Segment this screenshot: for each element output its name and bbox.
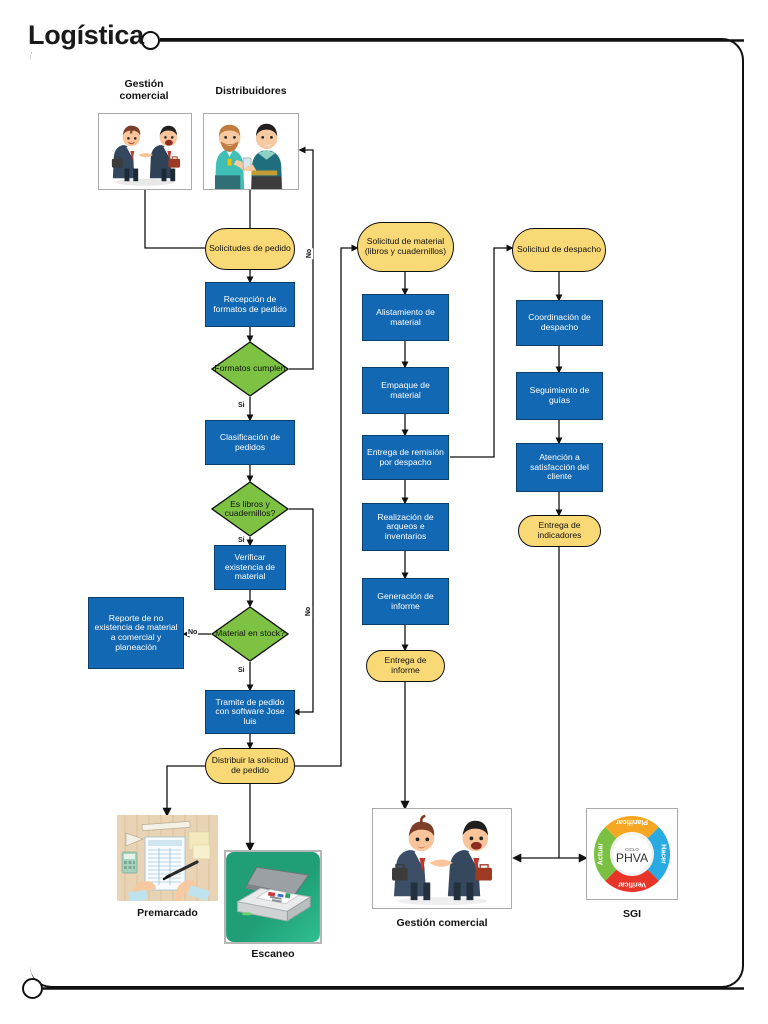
- caption-line-1: Distribuidores: [215, 85, 287, 97]
- node-entrega-de-remision[interactable]: Entrega de remisión por despacho: [362, 435, 449, 480]
- node-label: Entrega de informe: [384, 655, 427, 675]
- escaneo-image: [224, 850, 322, 944]
- node-label: Verificar existencia de material: [224, 552, 276, 582]
- node-label: Seguimiento de guías: [529, 385, 590, 405]
- scanner-illustration-icon: [226, 852, 320, 942]
- node-clasificacion-de-pedidos[interactable]: Clasificación de pedidos: [205, 420, 295, 465]
- svg-text:Verificar: Verificar: [618, 880, 646, 888]
- premarcado-image: [117, 815, 218, 901]
- node-reporte-de-no-existencia[interactable]: Reporte de no existencia de material a c…: [88, 597, 184, 669]
- node-label: Solicitud de material (libros y cuaderni…: [364, 236, 447, 256]
- node-coordinacion-de-despacho[interactable]: Coordinación de despacho: [516, 300, 603, 346]
- edge-label-libros-si: Si: [237, 537, 246, 544]
- distributors-illustration-icon: [204, 114, 298, 189]
- node-label: Clasificación de pedidos: [219, 431, 281, 452]
- node-label: Material en stock?: [215, 628, 285, 639]
- decision-diamond-shape: [211, 606, 289, 662]
- distribuidores-caption: Distribuidores: [203, 85, 299, 97]
- decision-diamond-shape: [211, 341, 289, 397]
- node-solicitud-de-material[interactable]: Solicitud de material (libros y cuaderni…: [357, 222, 454, 272]
- node-label: Distribuir la solicitud de pedido: [211, 755, 289, 775]
- gestion-comercial-bottom-image: [372, 808, 512, 909]
- edge-label-stock-si: Si: [237, 667, 246, 674]
- handshake-illustration-icon: [373, 809, 511, 908]
- node-es-libros-y-cuadernillos[interactable]: Es libros y cuadernillos?: [211, 481, 289, 537]
- sgi-image: Planificar Hacer Verificar Actuar CICLO …: [586, 808, 678, 900]
- phva-cycle-illustration-icon: Planificar Hacer Verificar Actuar CICLO …: [587, 809, 677, 899]
- caption-line-2: comercial: [119, 90, 169, 103]
- node-label: Atención a satisfacción del cliente: [530, 452, 589, 482]
- edge-label-libros-no: No: [305, 605, 313, 618]
- node-recepcion-de-formatos[interactable]: Recepción de formatos de pedido: [205, 282, 295, 327]
- node-label: Solicitud de despacho: [516, 244, 602, 255]
- svg-text:Hacer: Hacer: [659, 844, 667, 864]
- edge-label-stock-no: No: [187, 629, 199, 636]
- node-label: Solicitudes de pedido: [209, 243, 291, 254]
- node-entrega-de-informe[interactable]: Entrega de informe: [366, 650, 445, 682]
- node-label: Entrega de remisión por despacho: [367, 446, 444, 467]
- svg-text:Planificar: Planificar: [616, 818, 648, 826]
- node-label: Coordinación de despacho: [528, 312, 591, 332]
- frame-title-gap: [20, 26, 160, 52]
- premarcado-caption: Premarcado: [137, 907, 198, 919]
- frame-top-circle-icon: [141, 31, 160, 50]
- gestion-comercial-top-image: [98, 113, 192, 190]
- page-title: Logística: [28, 20, 144, 50]
- node-label: Recepción de formatos de pedido: [213, 293, 287, 314]
- phva-center-small: CICLO: [625, 847, 639, 852]
- phva-center-main: PHVA: [616, 851, 649, 865]
- node-label: Es libros y cuadernillos?: [224, 498, 276, 518]
- node-label: Realización de arqueos e inventarios: [377, 511, 434, 541]
- node-label: Reporte de no existencia de material a c…: [94, 612, 178, 652]
- escaneo-caption: Escaneo: [251, 948, 295, 960]
- premarking-desk-illustration-icon: [117, 815, 218, 901]
- distribuidores-image: [203, 113, 299, 190]
- sgi-caption: SGI: [622, 908, 642, 920]
- decision-diamond-shape: [211, 481, 289, 537]
- node-label: Empaque de material: [381, 379, 430, 400]
- edge-label-formatos-si: Si: [237, 402, 246, 409]
- node-formatos-cumplen[interactable]: Formatos cumplen: [211, 341, 289, 397]
- svg-text:Actuar: Actuar: [597, 842, 605, 865]
- node-distribuir-la-solicitud[interactable]: Distribuir la solicitud de pedido: [205, 748, 295, 784]
- node-solicitudes-de-pedido[interactable]: Solicitudes de pedido: [205, 228, 295, 270]
- node-atencion-a-satisfaccion[interactable]: Atención a satisfacción del cliente: [516, 443, 603, 492]
- node-tramite-de-pedido[interactable]: Tramite de pedido con software Jose luis: [205, 690, 295, 734]
- gestion-comercial-bottom-caption: Gestión comercial: [396, 917, 488, 929]
- edge-label-formatos-no: No: [306, 247, 314, 260]
- node-verificar-existencia-de-material[interactable]: Verificar existencia de material: [214, 545, 286, 590]
- node-empaque-de-material[interactable]: Empaque de material: [362, 367, 449, 414]
- node-solicitud-de-despacho[interactable]: Solicitud de despacho: [512, 228, 606, 272]
- node-seguimiento-de-guias[interactable]: Seguimiento de guías: [516, 372, 603, 420]
- caption-line-1: Gestión: [124, 78, 164, 90]
- node-realizacion-de-arqueos[interactable]: Realización de arqueos e inventarios: [362, 503, 449, 551]
- handshake-illustration-icon: [99, 114, 191, 189]
- frame-bottom-circle-icon: [22, 978, 43, 999]
- node-generacion-de-informe[interactable]: Generación de informe: [362, 578, 449, 625]
- node-entrega-de-indicadores[interactable]: Entrega de indicadores: [518, 515, 601, 547]
- node-label: Alistamiento de material: [376, 306, 435, 327]
- node-label: Formatos cumplen: [214, 363, 286, 374]
- node-material-en-stock[interactable]: Material en stock?: [211, 606, 289, 662]
- node-alistamiento-de-material[interactable]: Alistamiento de material: [362, 294, 449, 341]
- node-label: Generación de informe: [377, 590, 434, 611]
- node-label: Tramite de pedido con software Jose luis: [215, 696, 285, 726]
- gestion-comercial-top-caption: Gestión comercial: [98, 78, 190, 102]
- node-label: Entrega de indicadores: [537, 520, 582, 540]
